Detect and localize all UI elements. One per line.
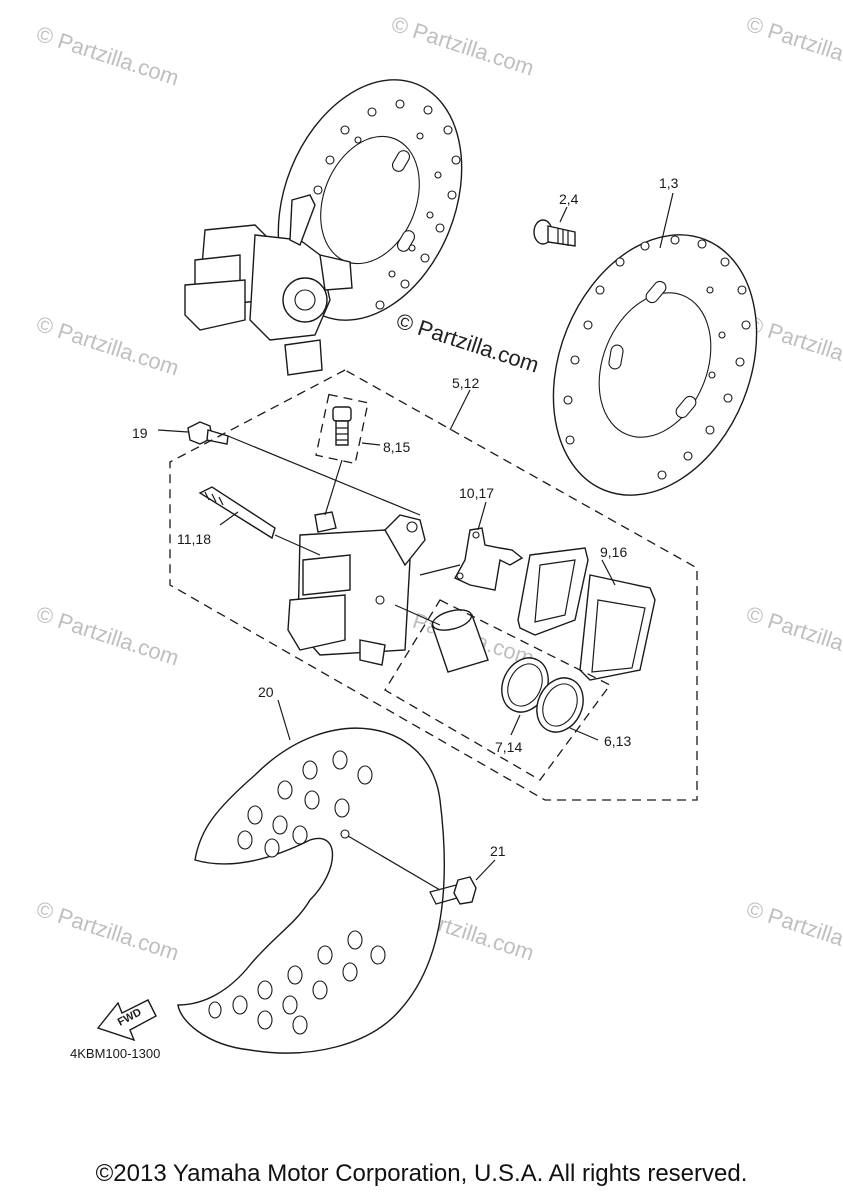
part-disc-guard (177, 727, 445, 1054)
disc-guard-holes (208, 750, 386, 1035)
assembled-caliper (184, 194, 353, 376)
callout-19: 19 (132, 425, 148, 441)
part-guard-bolt (429, 876, 477, 905)
watermark: © Partzilla.com (33, 896, 182, 966)
part-bleed-screw (315, 393, 369, 465)
watermark: © Partzilla.com (743, 601, 843, 671)
assembled-brake-view: © Partzilla.com (184, 79, 542, 378)
watermark: © Partzilla.com (388, 11, 537, 81)
callout-9-16: 9,16 (600, 544, 627, 560)
callout-2-4: 2,4 (559, 191, 579, 207)
watermark-center: © Partzilla.com (393, 308, 542, 378)
piston-kit-outline (384, 599, 611, 781)
callout-20: 20 (258, 684, 274, 700)
part-piston-seals (501, 657, 584, 733)
callout-5-12: 5,12 (452, 375, 479, 391)
watermark: © Partzilla.com (33, 21, 182, 91)
watermark: © Partzilla.com (33, 601, 182, 671)
callout-21: 21 (490, 843, 506, 859)
callout-10-17: 10,17 (459, 485, 494, 501)
watermark: © Partzilla.com (743, 11, 843, 81)
callout-6-13: 6,13 (604, 733, 631, 749)
part-piston (431, 609, 489, 673)
callout-1-3: 1,3 (659, 175, 679, 191)
copyright-footer: ©2013 Yamaha Motor Corporation, U.S.A. A… (95, 1160, 748, 1187)
leader-lines (157, 192, 674, 891)
part-disc-bolt (533, 219, 576, 247)
brake-disc-holes (563, 235, 751, 480)
callout-8-15: 8,15 (383, 439, 410, 455)
watermark: © Partzilla.com (743, 311, 843, 381)
watermark: © Partzilla.com (33, 311, 182, 381)
callout-7-14: 7,14 (495, 739, 522, 755)
part-brake-pads (517, 547, 656, 681)
watermark: © Partzilla.com (743, 896, 843, 966)
part-caliper-body (287, 511, 426, 666)
callouts: 1,3 2,4 5,12 19 8,15 10,17 11,18 9,16 20… (132, 175, 679, 859)
forward-arrow: FWD (96, 999, 157, 1042)
caliper-assembly-outline (169, 369, 698, 801)
part-pad-retainer (454, 527, 524, 591)
part-brake-disc (552, 234, 758, 496)
diagram-code: 4KBM100-1300 (70, 1046, 160, 1061)
part-caliper-bolt (187, 421, 229, 445)
callout-11-18: 11,18 (177, 531, 211, 547)
